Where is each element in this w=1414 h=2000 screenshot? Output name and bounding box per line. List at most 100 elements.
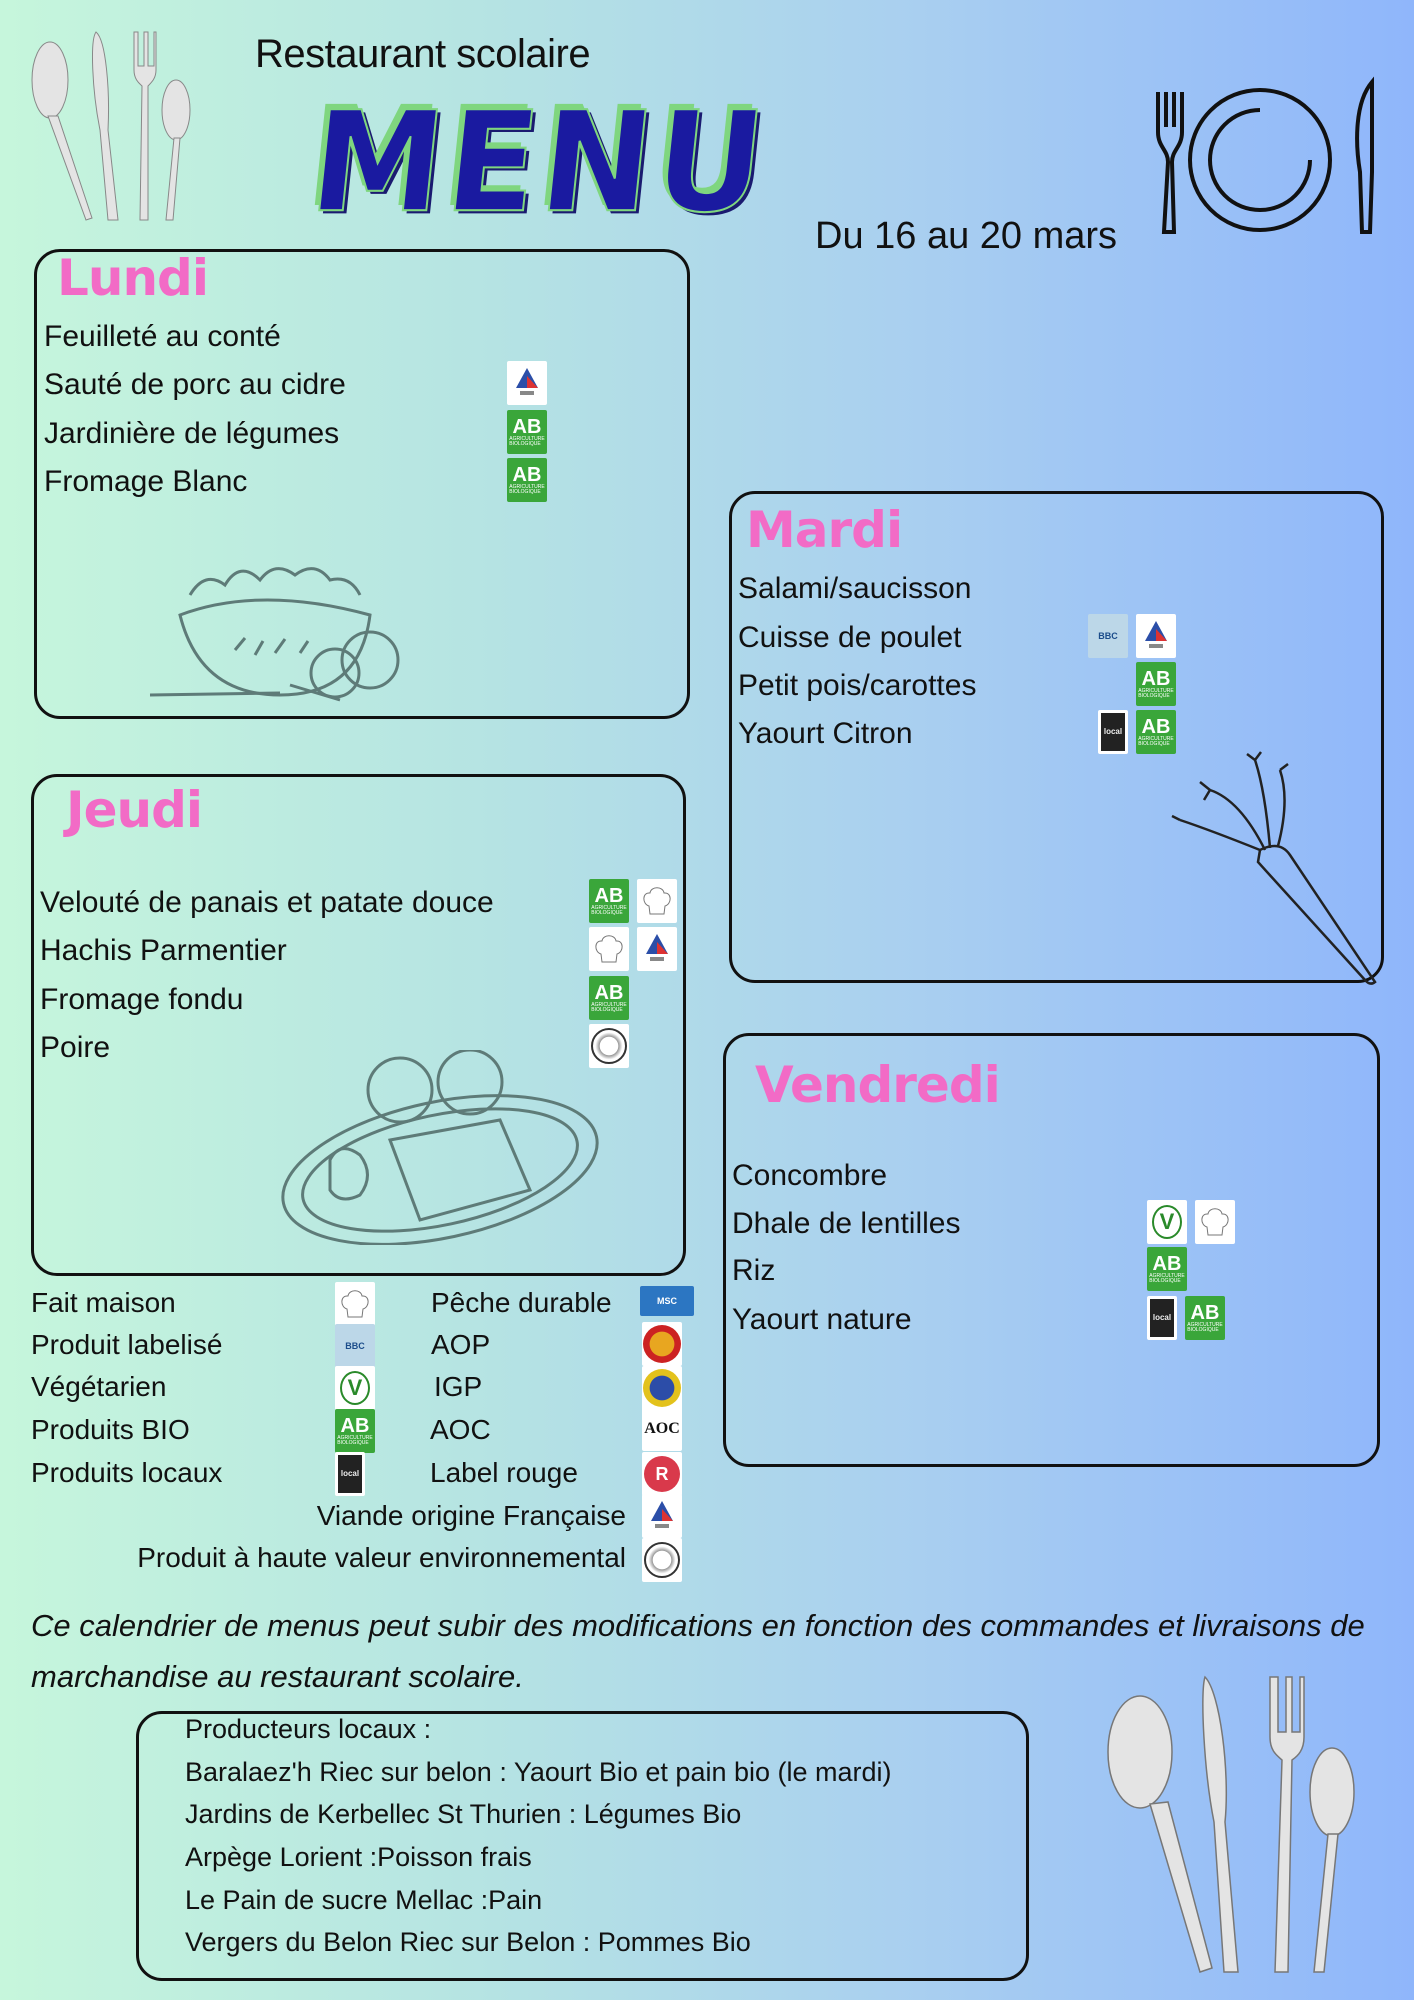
menu-item-label: Feuilleté au conté bbox=[44, 320, 281, 353]
legend-peche: Pêche durable bbox=[431, 1287, 612, 1318]
chef-icon bbox=[1195, 1200, 1235, 1244]
menu-title: MENU bbox=[303, 81, 777, 245]
menu-item-label: Cuisse de poulet bbox=[738, 621, 962, 654]
legend-hve-icon bbox=[642, 1538, 682, 1582]
hve-icon bbox=[589, 1024, 629, 1068]
cutlery-illustration-bottom bbox=[1107, 1675, 1355, 1973]
legend-vegetarien: Végétarien bbox=[31, 1371, 167, 1402]
menu-item-label: Riz bbox=[732, 1254, 776, 1287]
menu-item-label: Sauté de porc au cidre bbox=[44, 368, 346, 401]
menu-item-label: Fromage Blanc bbox=[44, 465, 248, 498]
legend-igp-icon bbox=[642, 1366, 682, 1410]
menu-item: Salami/saucisson bbox=[738, 569, 971, 609]
legend-chef-icon bbox=[335, 1282, 375, 1326]
plate-icon bbox=[1156, 76, 1374, 234]
salad-illustration bbox=[149, 567, 400, 702]
menu-item-label: Salami/saucisson bbox=[738, 572, 972, 605]
disclaimer-note: Ce calendrier de menus peut subir des mo… bbox=[31, 1608, 1365, 1694]
menu-item: Feuilleté au conté bbox=[44, 317, 281, 357]
date-range: Du 16 au 20 mars bbox=[815, 215, 1118, 257]
legend-msc-icon: MSC bbox=[640, 1286, 694, 1316]
legend-viande-fr-icon bbox=[642, 1494, 682, 1538]
menu-item-label: Yaourt Citron bbox=[738, 717, 913, 750]
label-icons bbox=[507, 361, 547, 405]
producer-line: Le Pain de sucre Mellac :Pain bbox=[185, 1885, 543, 1915]
producers-title: Producteurs locaux : bbox=[185, 1714, 432, 1744]
tuesday-card bbox=[729, 491, 1384, 983]
legend-aop: AOP bbox=[431, 1329, 491, 1360]
menu-item-label: Concombre bbox=[732, 1159, 888, 1192]
menu-item: Sauté de porc au cidre bbox=[44, 361, 547, 405]
legend-aop-icon bbox=[642, 1322, 682, 1366]
legend-bio: Produits BIO bbox=[31, 1414, 190, 1445]
restaurant-subtitle: Restaurant scolaire bbox=[255, 32, 591, 76]
legend-produit-labelise: Produit labelisé bbox=[31, 1329, 223, 1360]
legend-veg-icon: V bbox=[335, 1366, 375, 1410]
legend-hve: Produit à haute valeur environnemental bbox=[137, 1542, 626, 1573]
label-icons bbox=[589, 927, 677, 971]
chef-icon bbox=[589, 927, 629, 971]
day-title-friday: Vendredi bbox=[755, 1056, 1001, 1114]
menu-item-label: Poire bbox=[40, 1031, 111, 1064]
menu-item: Dhale de lentilles V bbox=[732, 1200, 1235, 1244]
producers-box bbox=[136, 1711, 1029, 1981]
menu-item-label: Dhale de lentilles bbox=[732, 1207, 961, 1240]
carrot-illustration bbox=[1171, 751, 1377, 985]
viande-fr-icon bbox=[1136, 614, 1176, 658]
label-icons: BBC bbox=[1056, 614, 1176, 658]
legend-rouge-icon: R bbox=[642, 1452, 682, 1496]
producer-line: Baralaez'h Riec sur belon : Yaourt Bio e… bbox=[185, 1757, 892, 1787]
menu-item-label: Velouté de panais et patate douce bbox=[40, 886, 494, 919]
friday-card bbox=[723, 1033, 1380, 1467]
thursday-card bbox=[31, 774, 686, 1276]
day-title-tuesday: Mardi bbox=[746, 501, 903, 559]
legend-aoc: AOC bbox=[430, 1414, 491, 1445]
cutlery-illustration-top bbox=[31, 31, 191, 221]
monday-card bbox=[34, 249, 690, 719]
day-title-monday: Lundi bbox=[57, 249, 209, 307]
local-icon: local bbox=[1147, 1296, 1177, 1340]
menu-item-label: Fromage fondu bbox=[40, 983, 244, 1016]
veg-icon: V bbox=[1147, 1200, 1187, 1244]
menu-item-label: Hachis Parmentier bbox=[40, 934, 287, 967]
producer-line: Jardins de Kerbellec St Thurien : Légume… bbox=[185, 1799, 742, 1829]
menu-item-label: Yaourt nature bbox=[732, 1303, 912, 1336]
viande-fr-icon bbox=[637, 927, 677, 971]
day-title-thursday: Jeudi bbox=[66, 781, 203, 839]
legend-locaux: Produits locaux bbox=[31, 1457, 223, 1488]
legend-label-rouge: Label rouge bbox=[430, 1457, 578, 1488]
label-icons: V bbox=[1147, 1200, 1235, 1244]
legend-igp: IGP bbox=[434, 1371, 483, 1402]
legend-viande: Viande origine Française bbox=[316, 1500, 626, 1531]
label-icon: BBC bbox=[1088, 614, 1128, 658]
menu-item: Poire bbox=[40, 1024, 629, 1068]
menu-item: Hachis Parmentier bbox=[40, 927, 677, 971]
legend-aoc-icon: AOC bbox=[642, 1407, 682, 1451]
producer-line: Vergers du Belon Riec sur Belon : Pommes… bbox=[185, 1927, 751, 1957]
label-icons bbox=[589, 1024, 629, 1068]
chef-icon bbox=[637, 879, 677, 923]
menu-item: Cuisse de poulet BBC bbox=[738, 614, 1176, 658]
local-icon: local bbox=[1098, 710, 1128, 754]
